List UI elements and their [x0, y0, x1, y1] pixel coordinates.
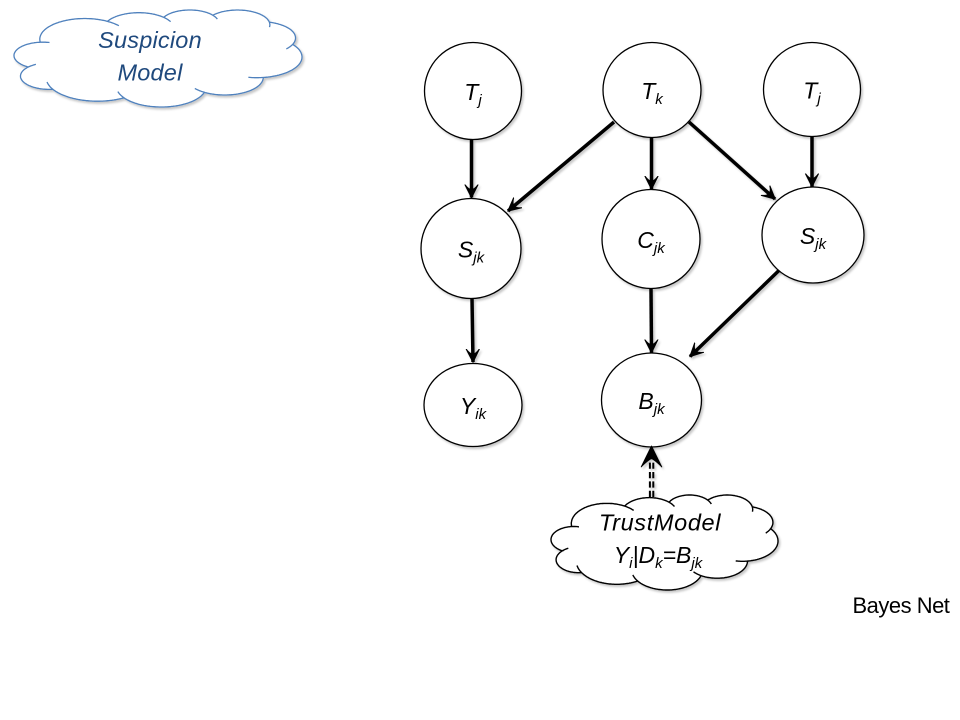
- svg-text:TrustModel: TrustModel: [599, 510, 721, 536]
- svg-text:Suspicion: Suspicion: [98, 27, 202, 53]
- svg-text:Bayes Net: Bayes Net: [853, 593, 950, 618]
- svg-text:Sjk: Sjk: [458, 237, 486, 267]
- svg-text:Model: Model: [117, 60, 183, 86]
- svg-text:Yi|Dk=Bjk: Yi|Dk=Bjk: [614, 542, 704, 572]
- svg-text:Tj: Tj: [803, 78, 821, 108]
- svg-text:Tj: Tj: [464, 79, 482, 109]
